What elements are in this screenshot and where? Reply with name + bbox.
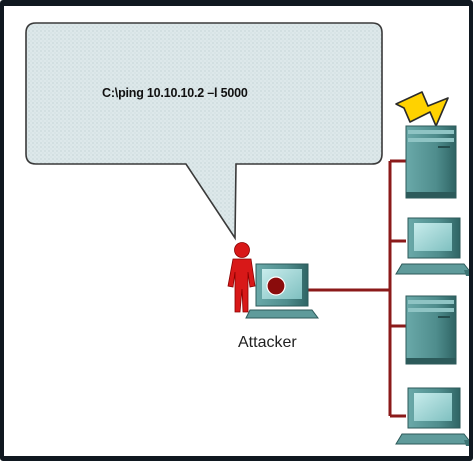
speech-bubble — [25, 22, 383, 241]
workstation-icon — [395, 217, 469, 276]
workstation-icon — [395, 387, 469, 446]
server-tower-icon — [405, 125, 457, 199]
attacker-label: Attacker — [238, 334, 297, 351]
person-icon — [227, 242, 256, 313]
lightning-bolt-icon — [395, 91, 449, 127]
attacker-workstation-icon — [245, 263, 319, 319]
command-text: C:\ping 10.10.10.2 –l 5000 — [102, 86, 248, 100]
network-links — [304, 159, 406, 418]
server-tower-icon — [405, 295, 457, 365]
network-diagram — [25, 22, 469, 446]
